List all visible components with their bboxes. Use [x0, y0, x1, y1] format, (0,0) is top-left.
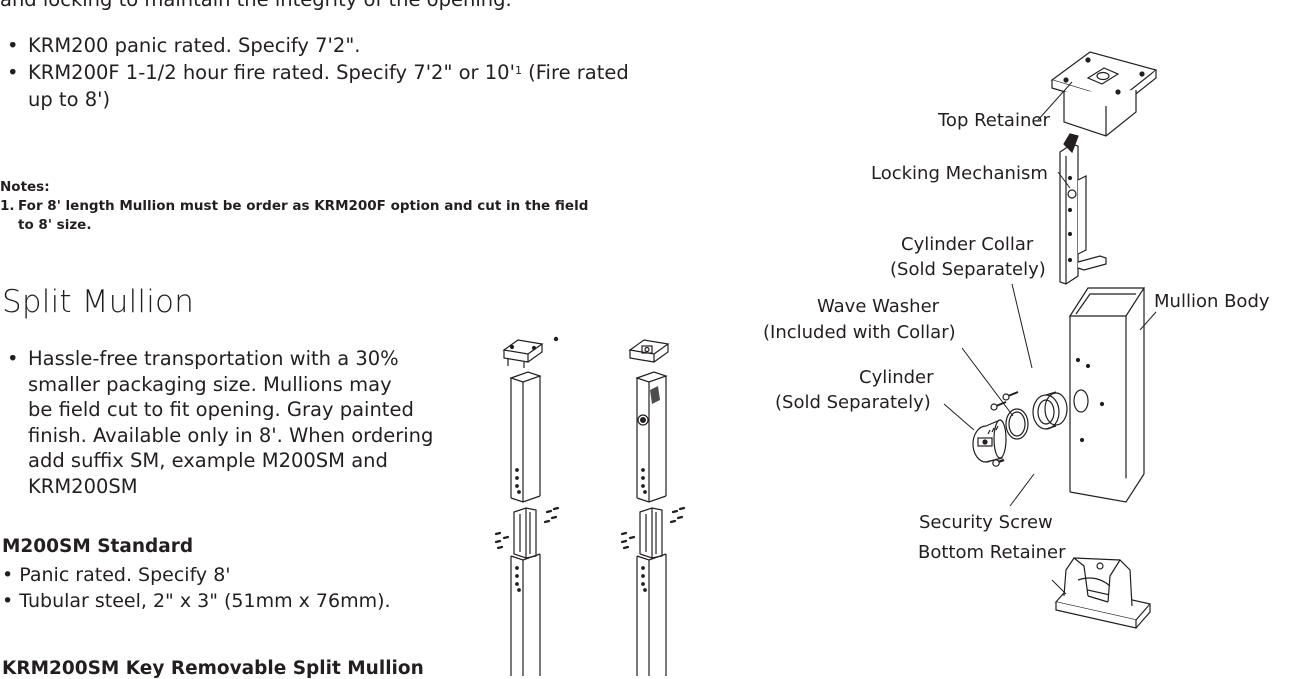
- label-cylinder-collar: Cylinder Collar: [901, 234, 1034, 255]
- mullion-body-part: [1068, 287, 1146, 503]
- label-wave-washer: Wave Washer: [817, 296, 940, 317]
- label-locking-mechanism: Locking Mechanism: [871, 163, 1048, 184]
- description-line: be field cut to fit opening. Gray painte…: [28, 398, 414, 421]
- list-item: KRM200F 1-1/2 hour fire rated. Specify 7…: [0, 59, 700, 113]
- m200sm-heading: M200SM Standard: [2, 536, 194, 557]
- note-number: 1.: [0, 198, 15, 214]
- option-text: KRM200 panic rated. Specify 7'2".: [28, 34, 361, 57]
- leader-bottom-retainer: [1051, 579, 1067, 595]
- m200sm-point: • Panic rated. Specify 8': [2, 564, 231, 586]
- note-line-continuation: to 8' size.: [18, 217, 92, 233]
- note-item: 1.For 8' length Mullion must be order as…: [0, 197, 700, 216]
- collar-screws-part: [990, 391, 1019, 411]
- leader-cylinder-collar: [1011, 283, 1033, 369]
- option-list: KRM200 panic rated. Specify 7'2". KRM200…: [0, 32, 700, 113]
- wave-washer-part: [1005, 408, 1029, 440]
- split-mullion-drawings: [494, 336, 686, 676]
- right-mullion-drawing: [620, 339, 686, 676]
- notes-heading: Notes:: [0, 179, 50, 195]
- option-text-continuation: up to 8'): [28, 88, 111, 111]
- bottom-retainer-part: [1054, 557, 1152, 629]
- label-top-retainer: Top Retainer: [938, 110, 1050, 131]
- cylinder-collar-part: [1032, 391, 1068, 430]
- list-item: KRM200 panic rated. Specify 7'2".: [0, 32, 700, 59]
- leader-locking-mechanism: [1057, 171, 1071, 189]
- description-line: KRM200SM: [28, 474, 138, 498]
- left-mullion-drawing: [494, 336, 560, 676]
- list-item: Hassle-free transportation with a 30% sm…: [0, 346, 470, 499]
- option-text-after: (Fire rated: [521, 61, 629, 84]
- footnote-ref: 1: [514, 64, 522, 77]
- locking-mechanism-part: [1059, 133, 1107, 285]
- leader-top-retainer: [1037, 81, 1073, 121]
- label-security-screw: Security Screw: [919, 512, 1053, 533]
- section-heading: Split Mullion: [2, 284, 195, 320]
- intro-text: and locking to maintain the integrity of…: [0, 0, 720, 13]
- label-cylinder: Cylinder: [859, 367, 934, 388]
- description-line: finish. Available only in 8'. When order…: [28, 423, 434, 447]
- split-mullion-description: Hassle-free transportation with a 30% sm…: [0, 346, 470, 499]
- krm200sm-heading: KRM200SM Key Removable Split Mullion: [2, 658, 424, 679]
- label-mullion-body: Mullion Body: [1154, 291, 1270, 312]
- option-text: KRM200F 1-1/2 hour fire rated. Specify 7…: [28, 61, 515, 84]
- top-retainer-part: [1050, 51, 1158, 137]
- leader-security-screw: [1009, 473, 1035, 507]
- label-bottom-retainer: Bottom Retainer: [918, 542, 1066, 563]
- leader-cylinder: [943, 403, 975, 431]
- label-wave-washer-note: (Included with Collar): [763, 322, 956, 343]
- label-cylinder-note: (Sold Separately): [775, 392, 931, 413]
- leader-wave-washer: [961, 347, 1014, 417]
- description-line: smaller packaging size. Mullions may: [28, 372, 392, 396]
- leader-mullion-body: [1139, 311, 1157, 331]
- m200sm-point: • Tubular steel, 2" x 3" (51mm x 76mm).: [2, 590, 391, 612]
- security-screw-part: [992, 458, 1005, 467]
- description-line: add suffix SM, example M200SM and: [28, 449, 388, 472]
- exploded-view-drawing: [972, 51, 1158, 629]
- label-cylinder-collar-note: (Sold Separately): [890, 259, 1046, 280]
- description-line: Hassle-free transportation with a 30%: [28, 347, 399, 370]
- note-line: For 8' length Mullion must be order as K…: [18, 198, 589, 214]
- notes-block: Notes: 1.For 8' length Mullion must be o…: [0, 178, 700, 235]
